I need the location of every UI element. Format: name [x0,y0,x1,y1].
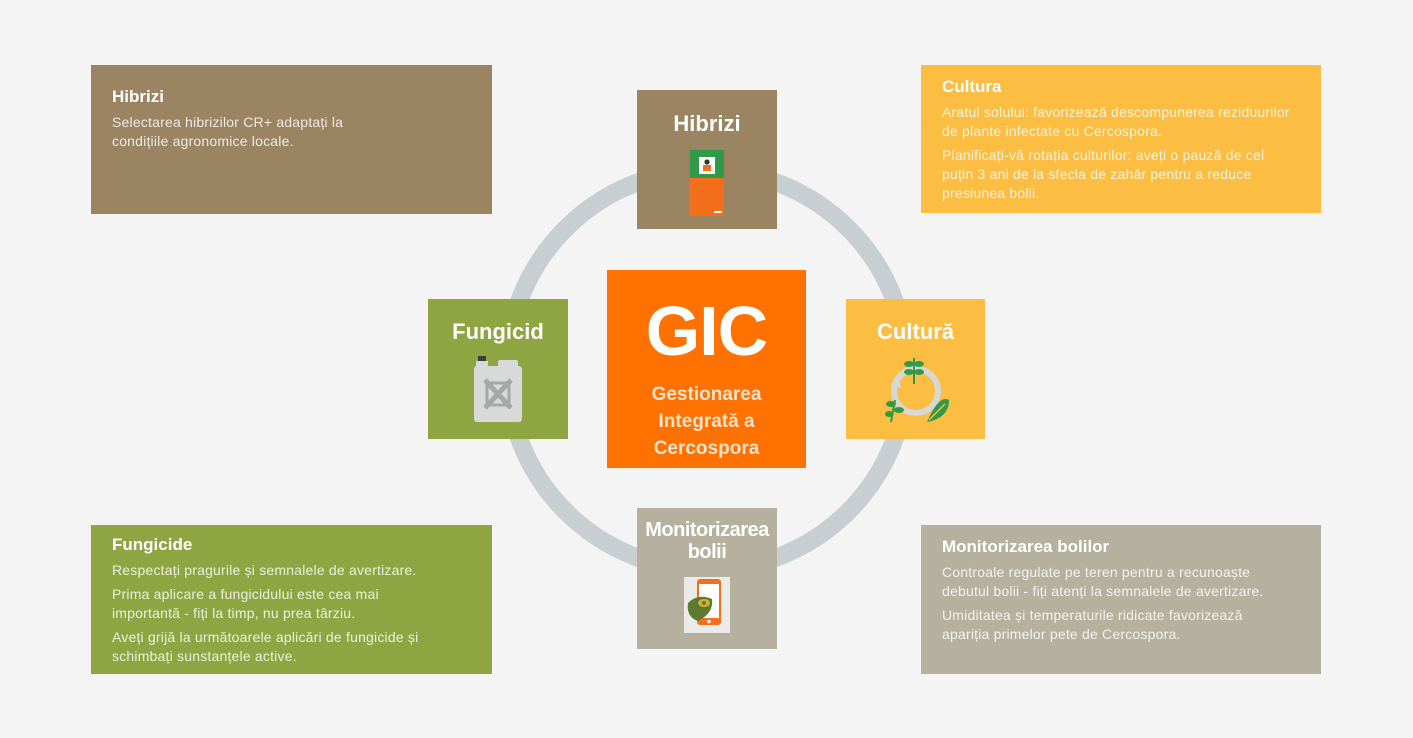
info-box-text: Selectarea hibrizilor CR+ adaptați la co… [112,114,344,149]
center-title: GIC [645,292,768,370]
info-box-text: Respectați pragurile și semnalele de ave… [112,562,417,578]
center-subtitle: Gestionarea Integrată a Cercospora [607,381,806,462]
info-box-monitorizare: Monitorizarea bolilor Controale regulate… [921,525,1321,674]
node-monitorizare: Monitorizarea bolii [637,508,777,649]
center-subtitle-line: Integrată a [658,411,755,432]
crop-rotation-icon [881,354,951,424]
info-box-title: Hibrizi [112,87,164,106]
info-box-text: Umiditatea și temperaturile ridicate fav… [942,607,1243,642]
node-cultura: Cultură [846,299,985,439]
info-box-text: Aveți grijă la următoarele aplicări de f… [112,629,419,664]
node-label: Hibrizi [673,111,741,136]
info-box-title: Monitorizarea bolilor [942,537,1110,556]
node-hibrizi: Hibrizi [637,90,777,229]
seed-bag-icon [688,150,726,216]
info-box-fungicide: Fungicide Respectați pragurile și semnal… [91,525,492,674]
info-box-text: Controale regulate pe teren pentru a rec… [942,564,1264,599]
info-box-text: Prima aplicare a fungicidului este cea m… [112,586,379,621]
phone-leaf-icon [684,577,730,633]
info-box-hibrizi: Hibrizi Selectarea hibrizilor CR+ adapta… [91,65,492,214]
node-label: Monitorizarea [645,519,769,541]
center-gic: GIC Gestionarea Integrată a Cercospora [607,270,806,468]
center-subtitle-line: Gestionarea [651,384,762,405]
info-box-text: Planificați-vă rotația culturilor: aveți… [942,147,1265,201]
info-box-title: Cultura [942,77,1002,96]
info-box-title: Fungicide [112,535,193,554]
node-label: Fungicid [452,319,544,344]
canister-icon [472,356,524,422]
node-fungicid: Fungicid [428,299,568,439]
info-box-text: Aratul solului: favorizează descompunere… [942,104,1290,139]
info-box-cultura: Cultura Aratul solului: favorizează desc… [921,65,1321,213]
node-label: Cultură [877,319,954,344]
center-subtitle-line: Cercospora [653,438,760,459]
node-label: bolii [687,541,727,563]
